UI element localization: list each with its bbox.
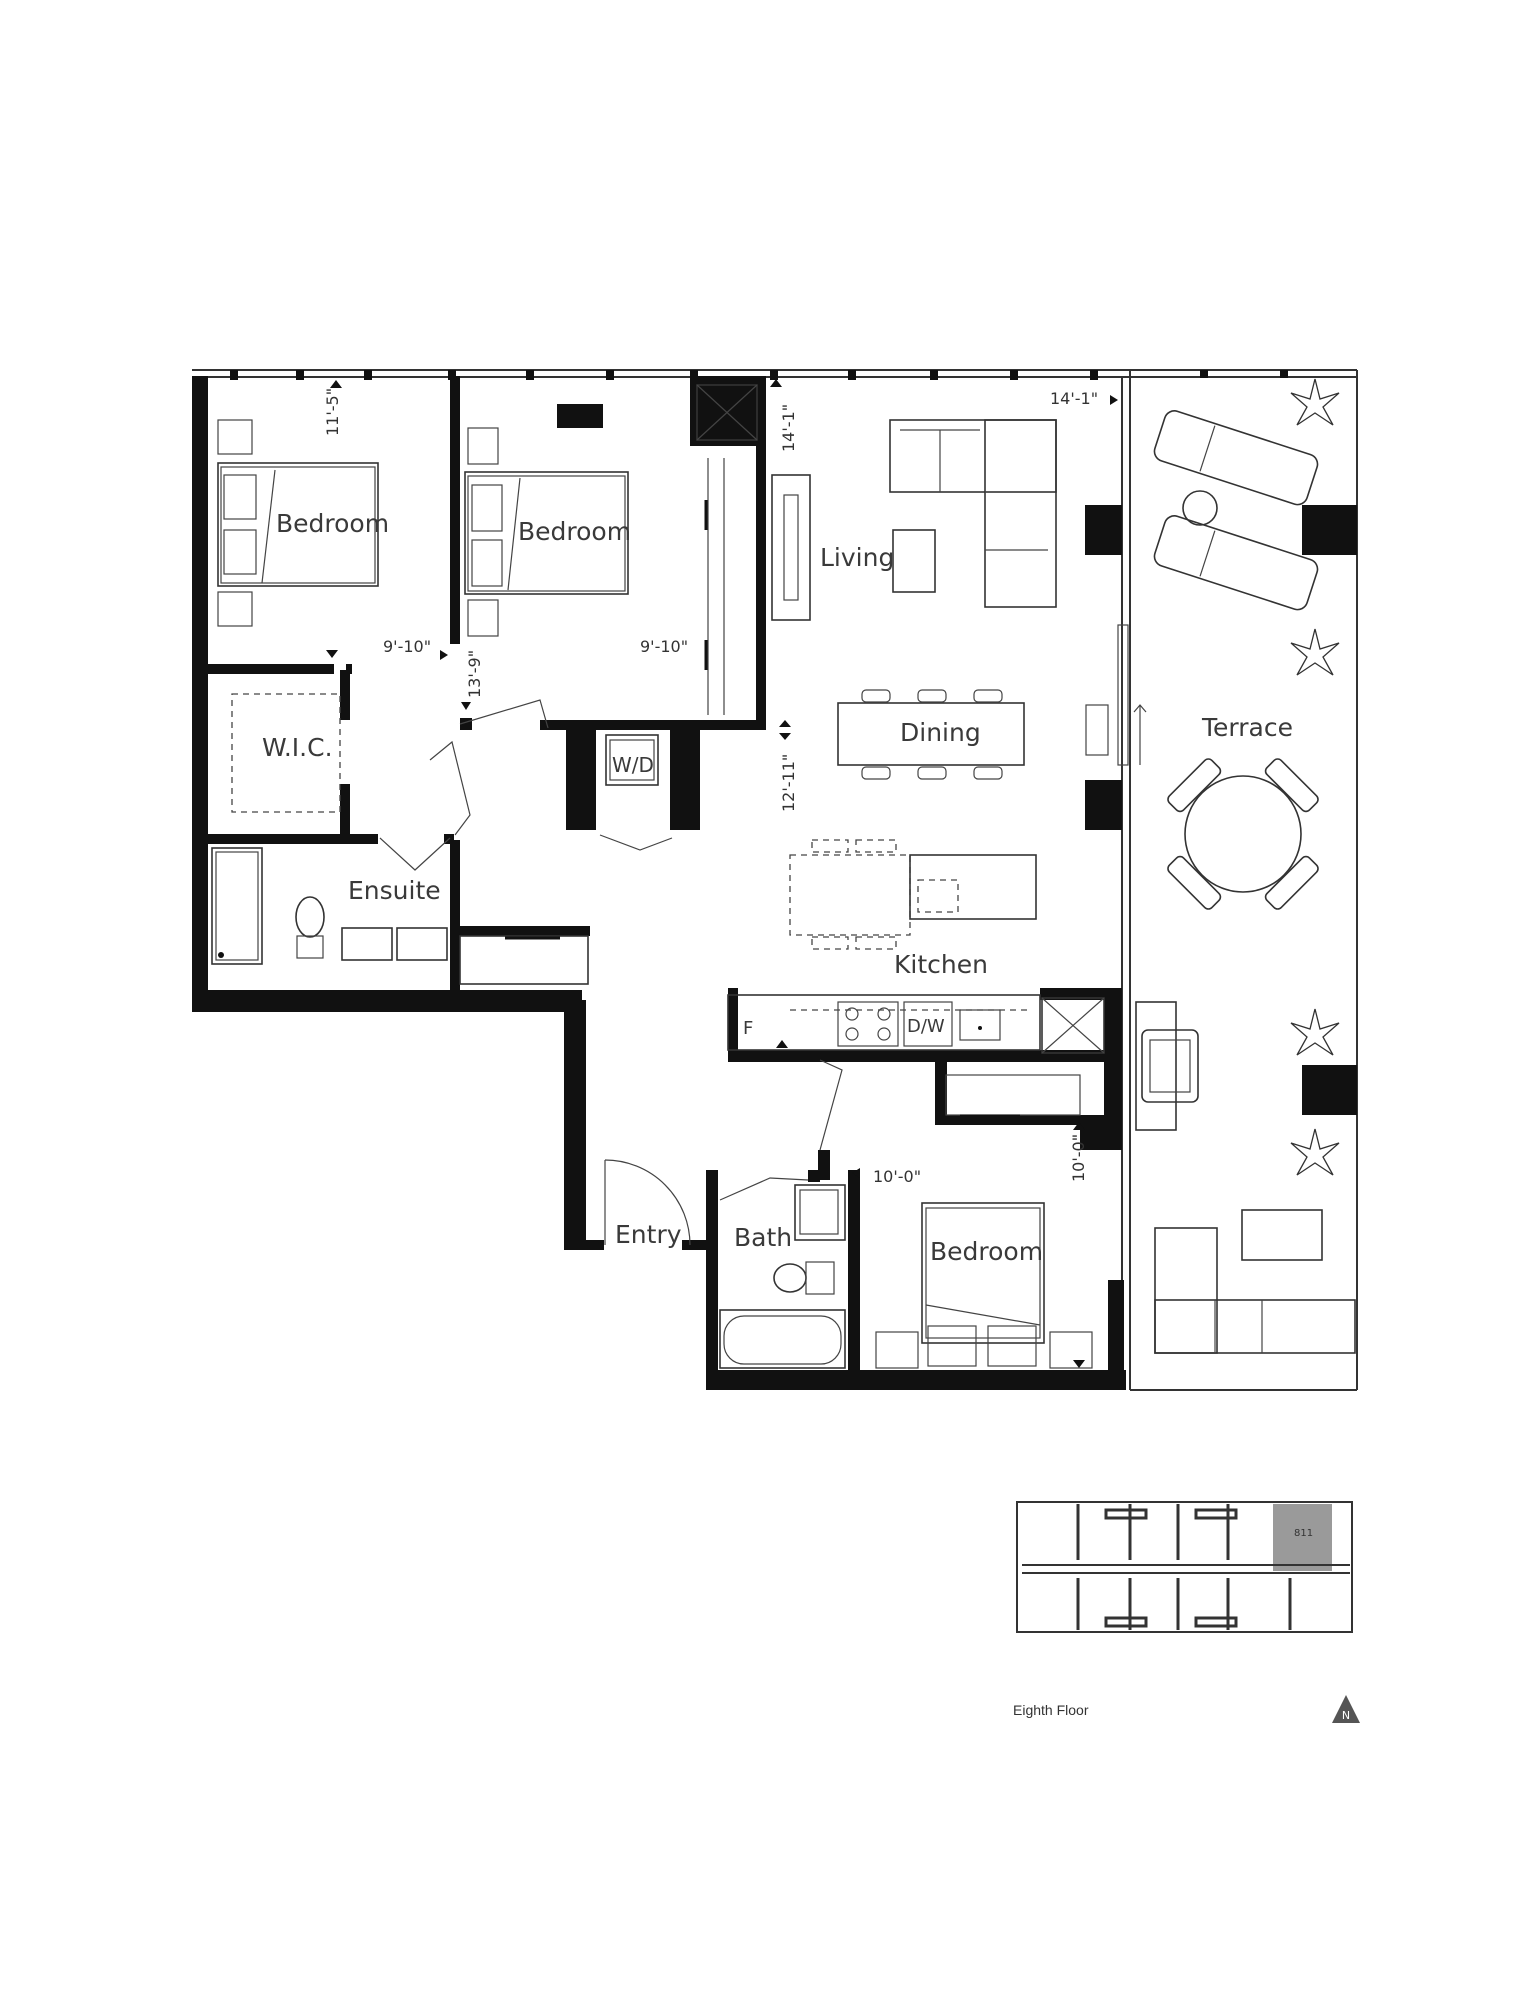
dining-furniture (837, 689, 1025, 780)
bedroom-2-depth-dim: 13'-9" (465, 650, 484, 698)
wic-label: W.I.C. (262, 733, 333, 762)
bedroom-3-label: Bedroom (930, 1237, 1043, 1266)
bedroom-doors (379, 699, 549, 871)
bedroom-1-depth-dim: 11'-5" (323, 388, 342, 436)
key-plan: 811 (1016, 1501, 1353, 1633)
kitchen-depth-dim: 12'-11" (779, 754, 798, 812)
washer-dryer (599, 734, 673, 851)
dimension-ticks (326, 379, 1118, 1368)
kitchen-label: Kitchen (894, 950, 988, 979)
entry-door (604, 1159, 691, 1246)
bedroom-2-furniture (464, 404, 725, 715)
north-label: N (1342, 1709, 1350, 1722)
living-depth-dim: 14'-1" (779, 404, 798, 452)
wic-furniture (231, 693, 341, 813)
shaft-boxes (696, 384, 1105, 1054)
bath-label: Bath (734, 1223, 792, 1252)
bedroom-1-furniture (217, 419, 379, 627)
living-width-dim: 14'-1" (1050, 389, 1098, 408)
bedroom-2-label: Bedroom (518, 517, 631, 546)
bedroom-1-label: Bedroom (276, 509, 389, 538)
bedroom-2-width-dim: 9'-10" (640, 637, 688, 656)
window-mullions (230, 370, 1288, 380)
entry-label: Entry (615, 1220, 682, 1249)
terrace-label: Terrace (1201, 713, 1293, 742)
bath-fixtures (719, 1177, 846, 1369)
floor-caption: Eighth Floor (1013, 1702, 1089, 1718)
bedroom-3-furniture (875, 1202, 1093, 1369)
bedroom-1-width-dim: 9'-10" (383, 637, 431, 656)
bedroom-3-closet (819, 1059, 1081, 1151)
dining-label: Dining (900, 718, 981, 747)
key-plan-unit-number: 811 (1294, 1528, 1313, 1539)
fridge-label: F (743, 1018, 753, 1039)
washer-dryer-label: W/D (612, 753, 654, 777)
terrace-slider (1085, 624, 1147, 766)
bedroom-3-depth-dim: 10'-0" (1069, 1134, 1088, 1182)
plant-icons (1290, 378, 1340, 1176)
ensuite-label: Ensuite (348, 876, 441, 905)
kitchen-counter (727, 994, 1041, 1051)
living-label: Living (820, 543, 894, 572)
dishwasher-label: D/W (907, 1016, 945, 1037)
north-arrow-icon: N (1332, 1695, 1360, 1723)
living-furniture (771, 419, 1057, 621)
kitchen-island (789, 839, 1037, 950)
bedroom-3-width-dim: 10'-0" (873, 1167, 921, 1186)
ensuite-fixtures (211, 847, 589, 985)
terrace-furniture (1135, 410, 1356, 1354)
